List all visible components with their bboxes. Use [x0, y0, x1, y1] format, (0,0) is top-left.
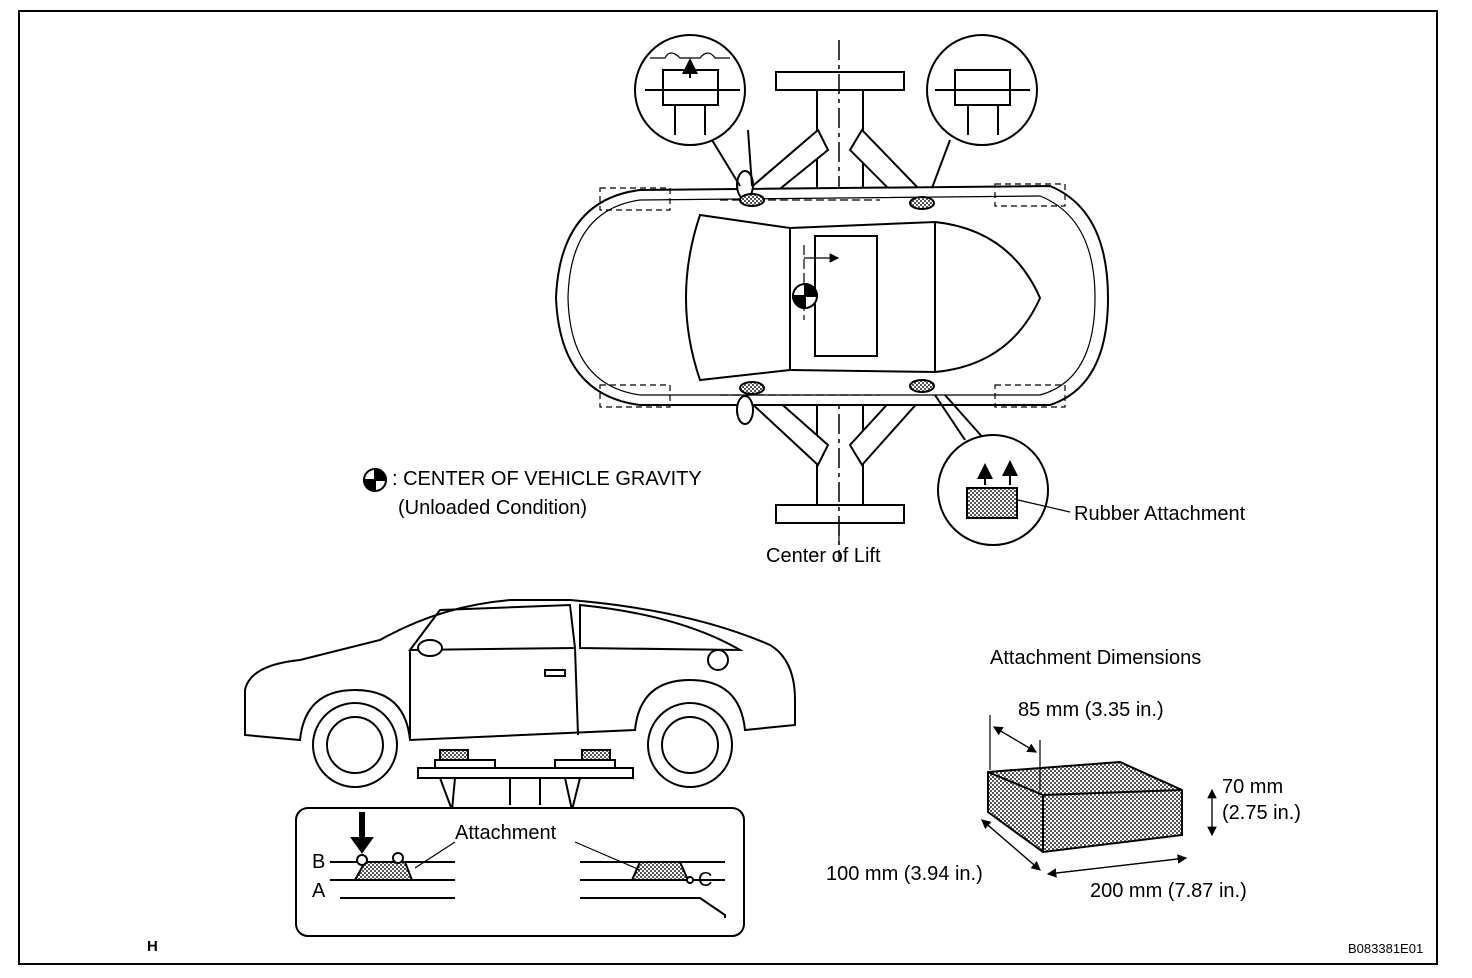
attachment-detail-box [295, 807, 745, 937]
dimensions-title: Attachment Dimensions [990, 647, 1202, 669]
attachment-label: Attachment [455, 822, 557, 844]
legend-cog-text: : CENTER OF VEHICLE GRAVITY [392, 468, 702, 490]
detail-circle-rubber-attachment [934, 394, 1071, 546]
car-side-view [244, 599, 796, 788]
marker-c: C [698, 869, 713, 891]
center-of-gravity-symbol [791, 282, 819, 310]
marker-a: A [312, 880, 326, 902]
marker-b: B [312, 851, 326, 873]
dimension-height-mm: 70 mm [1222, 776, 1284, 798]
legend-cog-icon [362, 467, 388, 493]
dimension-height-in: (2.75 in.) [1222, 802, 1301, 824]
car-top-view [554, 170, 1110, 425]
legend-cog-condition: (Unloaded Condition) [398, 497, 588, 519]
figure-id: B083381E01 [1348, 941, 1424, 956]
rubber-attachment-label: Rubber Attachment [1074, 503, 1246, 525]
center-of-lift-label: Center of Lift [766, 545, 881, 567]
side-lift [417, 749, 634, 811]
detail-circle-front [634, 34, 753, 187]
figure-frame [18, 10, 1438, 965]
footer-code: H [147, 938, 158, 955]
detail-circle-rear [926, 34, 1038, 189]
dimension-length: 200 mm (7.87 in.) [1090, 880, 1247, 902]
attachment-block [981, 715, 1217, 878]
dimension-width: 85 mm (3.35 in.) [1018, 699, 1164, 721]
dimension-depth: 100 mm (3.94 in.) [826, 863, 983, 885]
